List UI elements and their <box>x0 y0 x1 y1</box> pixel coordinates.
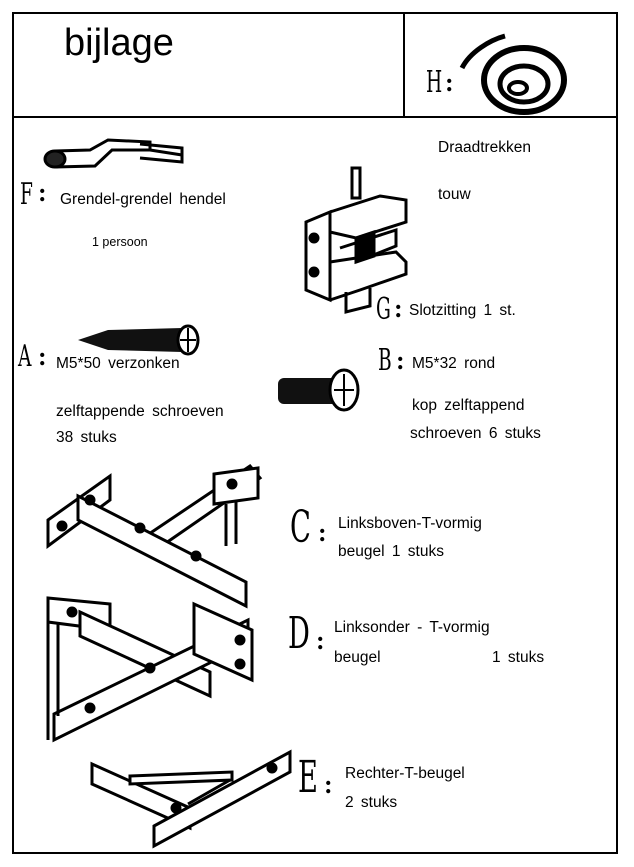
t-bracket-left-top-illustration <box>46 463 263 609</box>
part-colon-f: : <box>38 178 47 207</box>
part-letter-c: C <box>290 502 311 553</box>
part-a-line3: 38 stuks <box>56 429 117 446</box>
round-head-screw-illustration <box>278 368 360 412</box>
part-colon-a: : <box>38 342 47 371</box>
countersunk-screw-illustration <box>78 324 200 356</box>
part-a-line2: zelftappende schroeven <box>56 403 224 420</box>
rope-coil-illustration <box>459 33 567 115</box>
part-letter-a: A <box>18 339 32 374</box>
part-d-line2a: beugel <box>334 649 381 666</box>
part-colon-d: : <box>316 626 325 655</box>
t-bracket-right-illustration <box>90 749 292 849</box>
part-letter-h: H <box>426 65 443 100</box>
part-colon-h: : <box>445 68 454 97</box>
part-colon-g: : <box>394 294 403 323</box>
part-e-line1: Rechter-T-beugel <box>345 765 465 782</box>
part-letter-f: F <box>20 177 33 212</box>
page-title: bijlage <box>64 22 174 64</box>
part-g-line1: Slotzitting 1 st. <box>409 302 516 319</box>
part-h-line2: touw <box>438 186 471 203</box>
part-c-line1: Linksboven-T-vormig <box>338 515 482 532</box>
latch-handle-illustration <box>43 138 184 169</box>
part-a-line1: M5*50 verzonken <box>56 355 180 372</box>
t-bracket-left-bottom-illustration <box>46 596 254 743</box>
part-b-line2: kop zelftappend <box>412 397 525 414</box>
part-colon-b: : <box>396 346 405 375</box>
part-c-line2: beugel 1 stuks <box>338 543 444 560</box>
part-e-line2: 2 stuks <box>345 794 398 811</box>
part-letter-e: E <box>298 752 318 803</box>
lock-seat-illustration <box>304 166 408 314</box>
part-colon-c: : <box>318 518 327 547</box>
part-letter-d: D <box>288 608 310 659</box>
part-letter-b: B <box>378 343 392 378</box>
part-d-line1: Linksonder - T-vormig <box>334 619 490 636</box>
part-colon-e: : <box>324 770 333 799</box>
part-h-line1: Draadtrekken <box>438 139 532 156</box>
part-d-line2b: 1 stuks <box>492 649 545 666</box>
outer-frame <box>12 12 618 854</box>
part-letter-g: G <box>376 292 391 327</box>
part-f-line1: Grendel-grendel hendel <box>60 191 226 208</box>
part-f-line2: 1 persoon <box>92 235 148 249</box>
part-b-line1: M5*32 rond <box>412 355 496 372</box>
title-divider <box>12 116 618 118</box>
part-b-line3: schroeven 6 stuks <box>410 425 541 442</box>
